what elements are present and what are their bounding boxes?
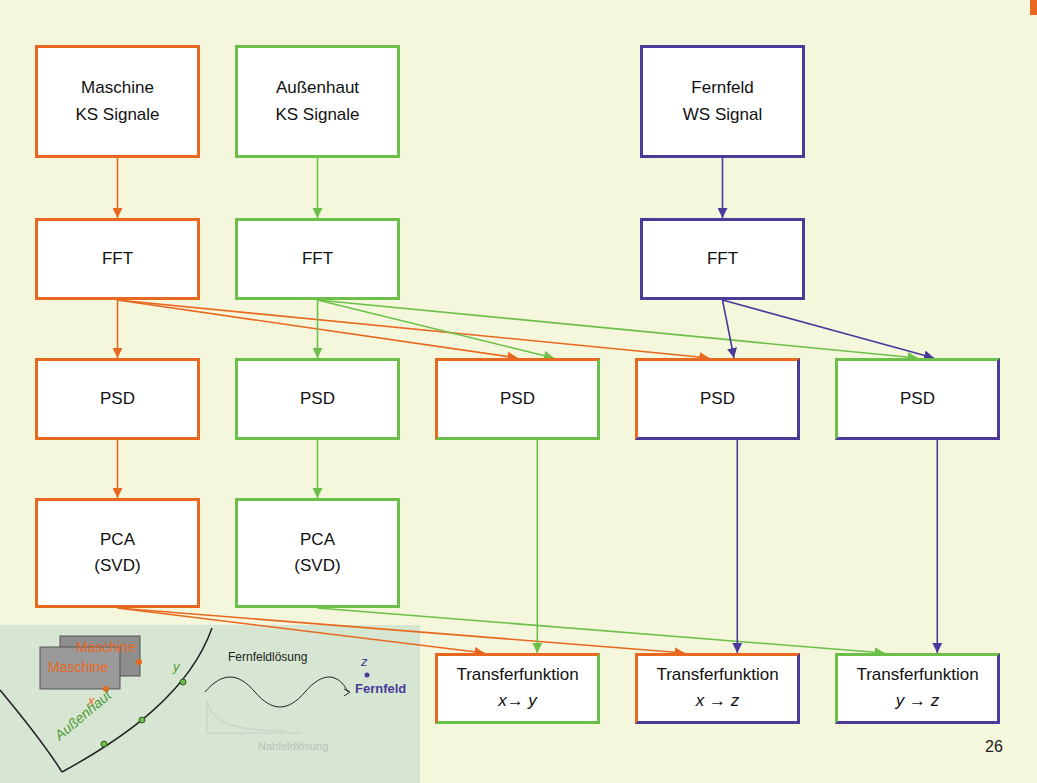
box-text: KS Signale bbox=[275, 102, 359, 128]
wave-arrow bbox=[344, 689, 350, 696]
flow-arrow bbox=[723, 300, 935, 358]
sensor-dot bbox=[180, 679, 186, 685]
inset-label: Maschine bbox=[48, 660, 108, 675]
far-field-point bbox=[365, 673, 370, 678]
box-text: x→ y bbox=[498, 688, 537, 714]
box-text: (SVD) bbox=[94, 553, 140, 579]
flow-arrow bbox=[317, 158, 319, 218]
box-text: KS Signale bbox=[75, 102, 159, 128]
flow-arrow bbox=[117, 158, 119, 218]
process-box: PSD bbox=[435, 358, 600, 440]
corner-mark bbox=[1030, 0, 1037, 15]
process-box: MaschineKS Signale bbox=[35, 45, 200, 158]
box-text: PSD bbox=[700, 386, 735, 412]
near-field-decay bbox=[208, 702, 285, 731]
box-text: (SVD) bbox=[294, 553, 340, 579]
box-text: PCA bbox=[300, 527, 335, 553]
transfer-box: Transferfunktionx → z bbox=[635, 653, 800, 724]
flow-arrow bbox=[118, 300, 518, 358]
box-text: y → z bbox=[896, 688, 939, 714]
inset-label: Fernfeldlösung bbox=[228, 651, 307, 664]
process-box: PSD bbox=[35, 358, 200, 440]
flow-arrow bbox=[736, 440, 738, 653]
box-text: FFT bbox=[102, 246, 133, 272]
box-text: PSD bbox=[300, 386, 335, 412]
flow-arrow bbox=[318, 300, 554, 358]
flow-arrow bbox=[118, 300, 710, 358]
inset-label: y bbox=[173, 660, 180, 674]
box-text: Außenhaut bbox=[276, 75, 359, 101]
box-text: Transferfunktion bbox=[456, 662, 578, 688]
inset-ground bbox=[0, 625, 420, 783]
sensor-dot bbox=[136, 659, 142, 665]
box-text: FFT bbox=[302, 246, 333, 272]
flow-arrow bbox=[536, 440, 538, 653]
inset-label: Nahfeldlösung bbox=[258, 740, 328, 752]
process-box: FFT bbox=[235, 218, 400, 300]
process-box: FernfeldWS Signal bbox=[640, 45, 805, 158]
sensor-dot bbox=[139, 717, 145, 723]
sensor-dot bbox=[101, 741, 107, 747]
box-text: PCA bbox=[100, 527, 135, 553]
flow-arrow bbox=[118, 608, 685, 653]
box-text: Transferfunktion bbox=[656, 662, 778, 688]
flow-arrow bbox=[317, 440, 319, 498]
box-text: PSD bbox=[100, 386, 135, 412]
box-text: Fernfeld bbox=[691, 75, 753, 101]
far-field-wave bbox=[205, 677, 348, 707]
flow-arrow bbox=[318, 608, 885, 653]
flow-arrow bbox=[118, 608, 485, 653]
inset-label: Maschine bbox=[76, 640, 136, 655]
process-box: FFT bbox=[35, 218, 200, 300]
process-box: PSD bbox=[835, 358, 1000, 440]
near-field-axis bbox=[207, 700, 300, 733]
box-text: Maschine bbox=[81, 75, 154, 101]
box-text: FFT bbox=[707, 246, 738, 272]
process-box: FFT bbox=[640, 218, 805, 300]
flow-arrow bbox=[117, 440, 119, 498]
inset-label: z bbox=[361, 655, 368, 669]
process-box: AußenhautKS Signale bbox=[235, 45, 400, 158]
flow-arrow bbox=[117, 300, 119, 358]
box-text: Transferfunktion bbox=[856, 662, 978, 688]
process-box: PSD bbox=[635, 358, 800, 440]
box-text: PSD bbox=[900, 386, 935, 412]
box-text: PSD bbox=[500, 386, 535, 412]
process-box: PCA(SVD) bbox=[235, 498, 400, 608]
box-text: x → z bbox=[696, 688, 739, 714]
process-box: PCA(SVD) bbox=[35, 498, 200, 608]
transfer-box: Transferfunktiony → z bbox=[835, 653, 1000, 724]
page-number: 26 bbox=[985, 738, 1003, 756]
flow-arrow bbox=[318, 300, 918, 358]
flow-arrow bbox=[722, 158, 724, 218]
inset-label: Fernfeld bbox=[355, 682, 406, 696]
flow-arrow bbox=[317, 300, 319, 358]
box-text: WS Signal bbox=[683, 102, 762, 128]
transfer-box: Transferfunktionx→ y bbox=[435, 653, 600, 724]
flow-arrow bbox=[936, 440, 938, 653]
flow-arrow bbox=[723, 300, 735, 358]
process-box: PSD bbox=[235, 358, 400, 440]
